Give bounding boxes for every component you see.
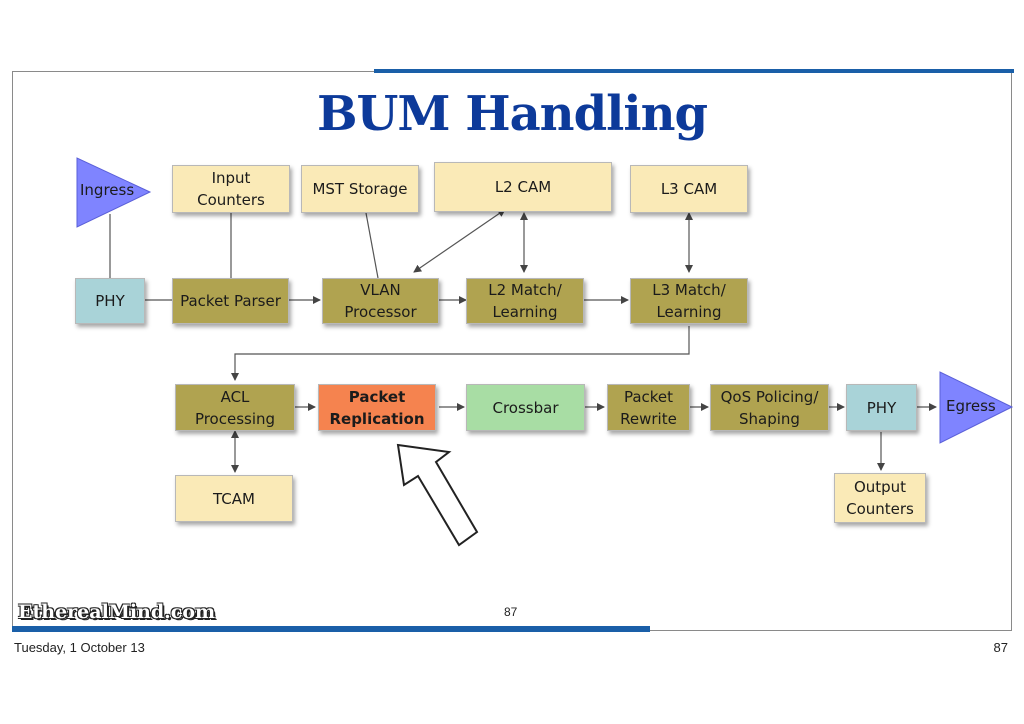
qos-policing-shaping-box: QoS Policing/ Shaping	[710, 384, 829, 431]
phy-ingress-box: PHY	[75, 278, 145, 324]
slide-page-number: 87	[504, 605, 518, 619]
packet-rewrite-box: Packet Rewrite	[607, 384, 690, 431]
egress-label: Egress	[946, 397, 996, 415]
top-accent-bar	[374, 69, 1014, 73]
packet-parser-box: Packet Parser	[172, 278, 289, 324]
phy-egress-box: PHY	[846, 384, 917, 431]
slide-title: BUM Handling	[316, 86, 708, 142]
bottom-accent-bar	[12, 626, 650, 632]
packet-replication-box: Packet Replication	[318, 384, 436, 431]
egress-triangle	[939, 371, 1014, 444]
input-counters-box: Input Counters	[172, 165, 290, 213]
ingress-label: Ingress	[80, 181, 135, 199]
highlight-arrow-icon	[396, 443, 479, 547]
tcam-box: TCAM	[175, 475, 293, 522]
crossbar-box: Crossbar	[466, 384, 585, 431]
l2-cam-box: L2 CAM	[434, 162, 612, 212]
mst-storage-box: MST Storage	[301, 165, 419, 213]
ingress-triangle	[76, 157, 152, 228]
acl-processing-box: ACL Processing	[175, 384, 295, 431]
vlan-processor-box: VLAN Processor	[322, 278, 439, 324]
etherealmind-logo: EtherealMind.com	[18, 601, 216, 623]
footer-date: Tuesday, 1 October 13	[14, 640, 145, 655]
l3-cam-box: L3 CAM	[630, 165, 748, 213]
output-counters-box: Output Counters	[834, 473, 926, 523]
l2-match-learning-box: L2 Match/ Learning	[466, 278, 584, 324]
l3-match-learning-box: L3 Match/ Learning	[630, 278, 748, 324]
footer-page-number: 87	[993, 640, 1008, 655]
